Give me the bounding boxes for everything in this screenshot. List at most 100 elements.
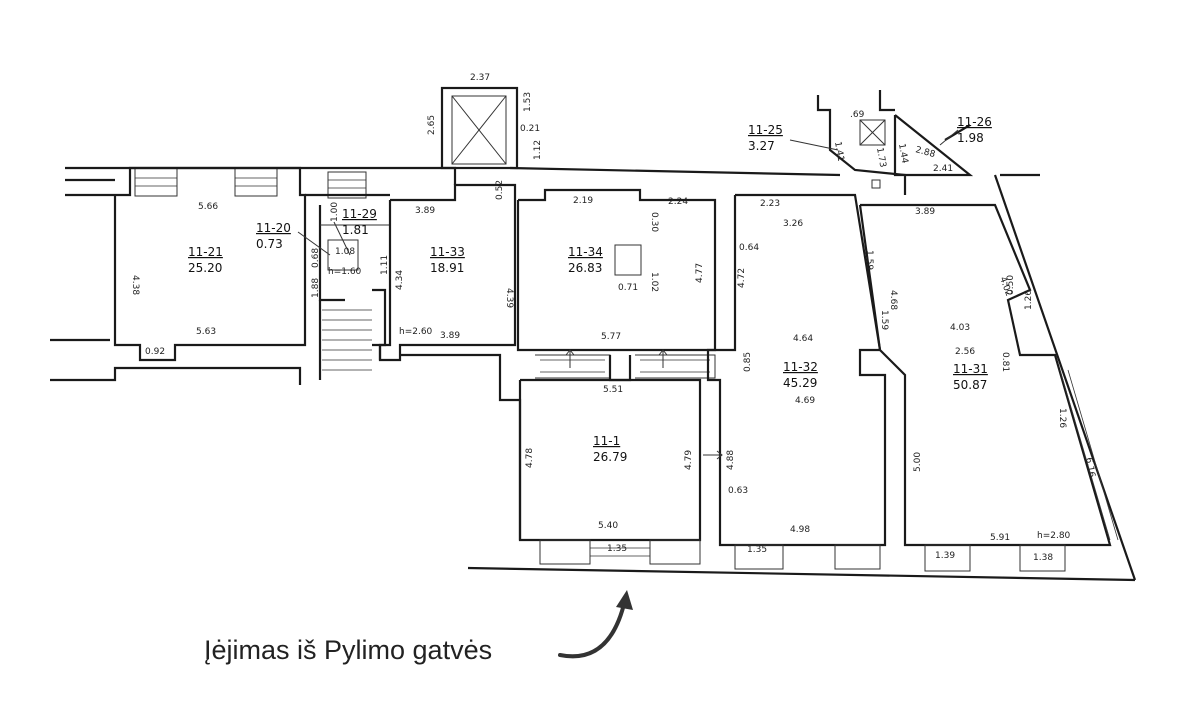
elevator-shaft bbox=[440, 86, 519, 170]
dimension-label: 4.64 bbox=[793, 334, 813, 344]
dimension-label: 0.68 bbox=[311, 248, 321, 268]
room-id: 11-29 bbox=[342, 207, 377, 221]
room-area: 26.83 bbox=[568, 261, 602, 275]
dimension-label: h=2.80 bbox=[1037, 531, 1071, 541]
dimension-label: 4.79 bbox=[684, 450, 694, 470]
dimension-label: 2.65 bbox=[427, 115, 437, 135]
room-id: 11-21 bbox=[188, 245, 223, 259]
dimension-label: 4.38 bbox=[130, 275, 140, 295]
dimension-label: h=1.60 bbox=[328, 267, 362, 277]
dimension-label: 2.19 bbox=[573, 196, 593, 206]
room-area: 0.73 bbox=[256, 237, 283, 251]
dimension-label: 0.63 bbox=[728, 486, 748, 496]
middle-corridor bbox=[378, 345, 716, 540]
room-11-33-walls bbox=[378, 183, 517, 362]
room-id: 11-26 bbox=[957, 115, 992, 129]
dimension-label: 0.52 bbox=[495, 180, 505, 200]
corridor-walls bbox=[50, 166, 1136, 582]
dimension-label: 2.24 bbox=[668, 197, 688, 207]
dimension-label: 0.30 bbox=[649, 212, 659, 232]
dimension-label: 0.64 bbox=[739, 243, 759, 253]
dimension-label: 1.08 bbox=[335, 247, 355, 257]
room-area: 25.20 bbox=[188, 261, 222, 275]
room-area: 1.98 bbox=[957, 131, 984, 145]
rooms-11-25-11-26-walls bbox=[816, 90, 1137, 581]
entrance-arrowhead-icon bbox=[616, 590, 633, 610]
room-id: 11-33 bbox=[430, 245, 465, 259]
dimension-label: 5.66 bbox=[198, 202, 218, 212]
dimension-label: 1.12 bbox=[533, 140, 543, 160]
dimension-label: h=2.60 bbox=[399, 327, 433, 337]
room-11-34-walls bbox=[516, 188, 717, 352]
dimension-label: 3.89 bbox=[415, 206, 435, 216]
room-area: 18.91 bbox=[430, 261, 464, 275]
entrance-caption: Įėjimas iš Pylimo gatvės bbox=[204, 635, 492, 665]
room-id: 11-31 bbox=[953, 362, 988, 376]
room-area: 45.29 bbox=[783, 376, 817, 390]
dimension-label: 4.78 bbox=[525, 448, 535, 468]
dimension-label: 4.69 bbox=[795, 396, 815, 406]
dimension-label: 5.51 bbox=[603, 385, 623, 395]
dimension-label: 0.81 bbox=[1000, 352, 1010, 372]
dimension-label: 1.26 bbox=[1024, 290, 1034, 310]
stair-area-walls bbox=[305, 193, 390, 380]
dimension-label: 0.85 bbox=[743, 352, 753, 372]
door-arrows bbox=[565, 349, 723, 460]
room-id: 11-34 bbox=[568, 245, 603, 259]
dimension-label: 1.44 bbox=[896, 143, 909, 165]
dimension-label: 1.38 bbox=[1033, 553, 1053, 563]
dimension-label: 3.89 bbox=[915, 207, 935, 217]
dimension-label: 2.56 bbox=[955, 347, 975, 357]
dimension-label: 4.39 bbox=[504, 288, 514, 308]
dimension-label: 1.53 bbox=[523, 92, 533, 112]
dimension-label: 1.02 bbox=[649, 272, 659, 292]
dimension-label: 4.72 bbox=[737, 268, 747, 288]
room-11-21-walls bbox=[113, 166, 307, 362]
dimension-label: 0.92 bbox=[145, 347, 165, 357]
dimension-label: 4.03 bbox=[950, 323, 970, 333]
top-windows bbox=[134, 167, 367, 199]
dimension-label: 4.34 bbox=[395, 270, 405, 290]
room-id: 11-1 bbox=[593, 434, 620, 448]
dimension-label: 2.37 bbox=[470, 73, 490, 83]
dimension-label: 4.88 bbox=[726, 450, 736, 470]
dimension-label: 1.11 bbox=[380, 255, 390, 275]
dimension-label: 5.77 bbox=[601, 332, 621, 342]
room-labels: 11-21 25.20 11-20 0.73 11-29 1.81 11-33 … bbox=[188, 115, 992, 464]
dimension-label: 1.73 bbox=[874, 147, 887, 168]
dimension-labels: 2.37 2.65 1.53 0.21 1.12 5.66 4.38 5.63 … bbox=[130, 73, 1096, 563]
entrance-arrow-icon bbox=[558, 598, 627, 659]
room-id: 11-25 bbox=[748, 123, 783, 137]
column-11-34 bbox=[614, 244, 642, 276]
leader-lines bbox=[297, 129, 959, 256]
dimension-label: 1.00 bbox=[330, 202, 340, 222]
dimension-label: 3.26 bbox=[783, 219, 803, 229]
dimension-label: 1.35 bbox=[607, 544, 627, 554]
dimension-label: 0.50 bbox=[1006, 275, 1016, 295]
dimension-label: 3.89 bbox=[440, 331, 460, 341]
room-area: 50.87 bbox=[953, 378, 987, 392]
dimension-label: 4.98 bbox=[790, 525, 810, 535]
room-id: 11-32 bbox=[783, 360, 818, 374]
dimension-label: 6.16 bbox=[1083, 457, 1096, 479]
room-area: 1.81 bbox=[342, 223, 369, 237]
dimension-label: 0.21 bbox=[520, 124, 540, 134]
dimension-label: 1.59 bbox=[864, 250, 874, 270]
dimension-label: 5.63 bbox=[196, 327, 216, 337]
dimension-label: 2.23 bbox=[760, 199, 780, 209]
dimension-label: 0.71 bbox=[618, 283, 638, 293]
dimension-label: 5.00 bbox=[913, 452, 923, 472]
bottom-windows bbox=[539, 369, 1119, 572]
dimension-label: 2.88 bbox=[914, 145, 936, 160]
dimension-label: 4.77 bbox=[695, 263, 705, 283]
dimension-label: 4.68 bbox=[888, 290, 898, 310]
dimension-label: .69 bbox=[850, 110, 865, 120]
dimension-label: 5.91 bbox=[990, 533, 1010, 543]
dimension-label: 1.35 bbox=[747, 545, 767, 555]
dimension-label: 5.40 bbox=[598, 521, 618, 531]
dimension-label: 1.59 bbox=[879, 310, 889, 330]
room-area: 26.79 bbox=[593, 450, 627, 464]
dimension-label: 1.88 bbox=[311, 278, 321, 298]
dimension-label: 1.41 bbox=[832, 141, 845, 162]
